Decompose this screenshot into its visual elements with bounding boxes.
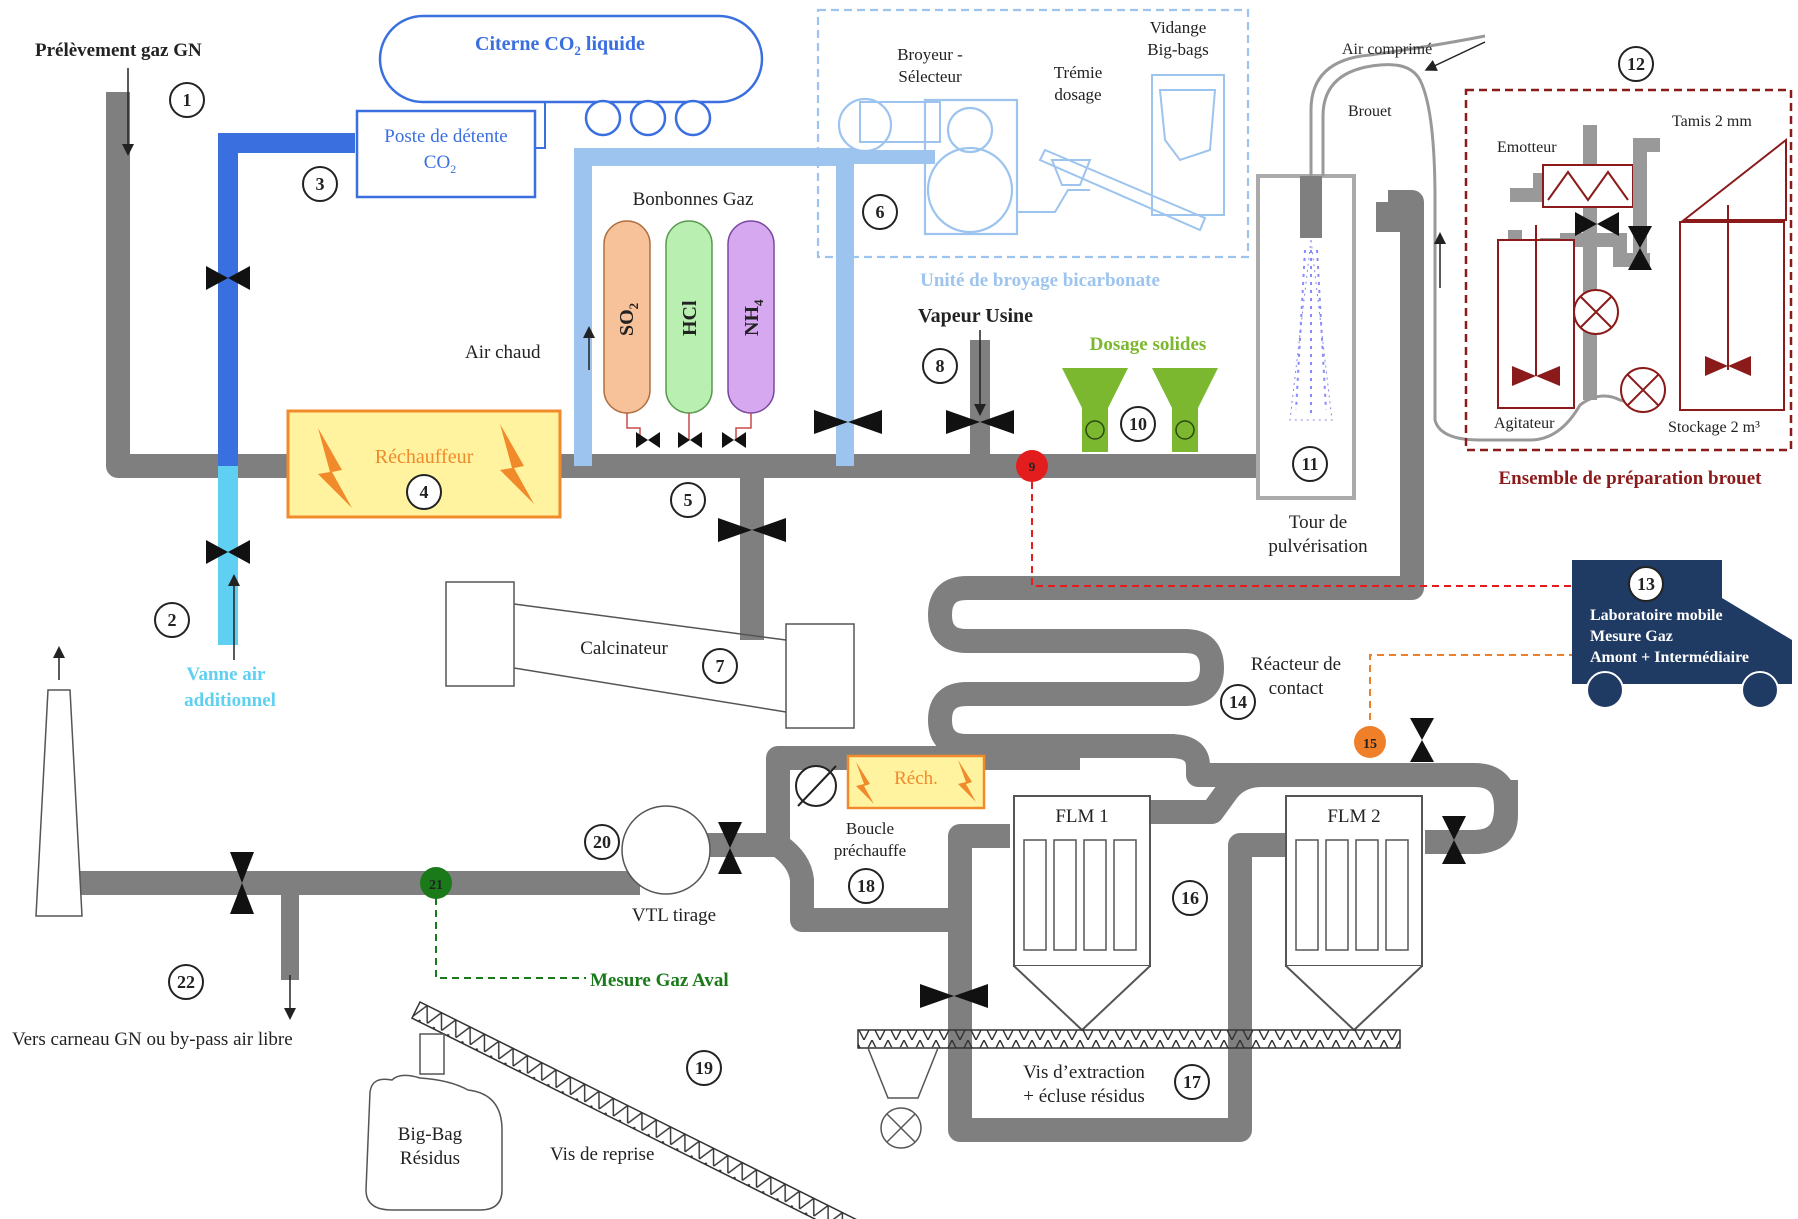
- tamis-label: Tamis 2 mm: [1672, 113, 1752, 130]
- calcinateur: Calcinateur: [445, 581, 855, 729]
- tour-pulverisation: Tour de pulvérisation: [1256, 174, 1368, 557]
- svg-text:CO2: CO2: [424, 152, 456, 176]
- dosage-label: Dosage solides: [1090, 334, 1207, 355]
- rechauffeur-label: Réchauffeur: [375, 446, 474, 468]
- point-mesure-15: 15: [1354, 726, 1386, 758]
- ensemble-preparation-brouet: Emotteur Tamis 2 mm Agitateur Stockage 2…: [1464, 88, 1793, 489]
- vis-label-2: + écluse résidus: [1023, 1086, 1145, 1107]
- broyeur-label-1: Broyeur -: [897, 45, 963, 64]
- co2-pipe: [218, 133, 355, 466]
- callout-17: 17: [1183, 1072, 1201, 1092]
- rech-label: Réch.: [894, 768, 938, 789]
- ensemble-label: Ensemble de préparation brouet: [1498, 468, 1762, 489]
- flm2-label: FLM 2: [1327, 806, 1380, 827]
- poste-detente: Poste de détente CO2: [355, 109, 537, 199]
- tremie-label-2: dosage: [1054, 85, 1101, 104]
- laboratoire-mobile: Laboratoire mobile Mesure Gaz Amont + In…: [1572, 560, 1792, 709]
- flm1-label: FLM 1: [1055, 806, 1108, 827]
- labo-label-1: Laboratoire mobile: [1590, 607, 1723, 624]
- mesure-aval-label: Mesure Gaz Aval: [590, 970, 729, 991]
- tour-label-2: pulvérisation: [1268, 536, 1368, 557]
- callout-14: 14: [1229, 692, 1247, 712]
- svg-text:15: 15: [1363, 737, 1377, 752]
- vis-reprise: Vis de reprise: [410, 1000, 887, 1219]
- vis-extraction: Vis d’extraction + écluse résidus: [857, 1029, 1401, 1149]
- big-bag-residus: Big-Bag Résidus: [365, 1033, 503, 1211]
- boucle-label-1: Boucle: [846, 819, 894, 838]
- citerne-co2: Citerne CO2 liquide: [378, 14, 764, 137]
- stockage-label: Stockage 2 m³: [1668, 419, 1760, 436]
- brouet-label: Brouet: [1348, 103, 1392, 120]
- vapeur-label: Vapeur Usine: [918, 305, 1033, 327]
- callout-16: 16: [1181, 888, 1199, 908]
- prelevement-label: Prélèvement gaz GN: [35, 40, 202, 61]
- reacteur-label-1: Réacteur de: [1251, 654, 1341, 675]
- unite-label: Unité de broyage bicarbonate: [920, 270, 1160, 291]
- callout-4: 4: [420, 482, 429, 502]
- vanne-label-2: additionnel: [184, 690, 276, 711]
- callout-8: 8: [936, 356, 945, 376]
- callout-13: 13: [1637, 574, 1655, 594]
- poste-label-1: Poste de détente: [384, 126, 507, 147]
- callouts: 1 2 3 4 5 6 7 8 10 11 12 13 14 16 17 18 …: [154, 46, 1664, 1100]
- vidange-label-2: Big-bags: [1147, 40, 1208, 59]
- citerne-label: Citerne CO: [475, 33, 574, 55]
- svg-text:Citerne CO2 liquide: Citerne CO2 liquide: [475, 33, 645, 58]
- point-mesure-21: 21: [420, 867, 452, 899]
- unite-broyage: Broyeur - Sélecteur Trémie dosage Vidang…: [816, 8, 1250, 291]
- tour-label-1: Tour de: [1289, 512, 1347, 533]
- callout-3: 3: [316, 174, 325, 194]
- flm-1: FLM 1: [1013, 795, 1151, 1032]
- bigbag-label-1: Big-Bag: [398, 1124, 463, 1145]
- nh4-label: NH4: [741, 299, 766, 336]
- agitateur-label: Agitateur: [1494, 415, 1555, 432]
- so2-label: SO2: [616, 303, 641, 336]
- vis-reprise-label: Vis de reprise: [550, 1144, 654, 1165]
- air-comprime-label: Air comprimé: [1342, 41, 1432, 58]
- callout-7: 7: [716, 656, 725, 676]
- callout-5: 5: [684, 490, 693, 510]
- broyeur-label-2: Sélecteur: [898, 67, 962, 86]
- vers-carneau-label: Vers carneau GN ou by-pass air libre: [12, 1029, 293, 1050]
- svg-text:21: 21: [429, 878, 443, 893]
- reacteur-label-2: contact: [1269, 678, 1325, 699]
- labo-label-3: Amont + Intermédiaire: [1590, 649, 1749, 666]
- vtl-tirage: VTL tirage: [621, 805, 716, 926]
- bigbag-label-2: Résidus: [400, 1148, 460, 1169]
- calcinateur-label: Calcinateur: [580, 638, 668, 659]
- callout-1: 1: [183, 90, 192, 110]
- callout-12: 12: [1627, 54, 1645, 74]
- callout-18: 18: [857, 876, 875, 896]
- svg-text:9: 9: [1029, 459, 1036, 474]
- vtl-label: VTL tirage: [632, 905, 716, 926]
- cheminee: [35, 646, 83, 917]
- point-mesure-9: 9: [1016, 450, 1048, 482]
- callout-22: 22: [177, 972, 195, 992]
- bicarbonate-pipe: [574, 148, 935, 466]
- brouet-lines: Air comprimé Brouet: [1309, 34, 1662, 442]
- air-chaud-label: Air chaud: [465, 342, 541, 363]
- callout-11: 11: [1301, 454, 1318, 474]
- emotteur-label: Emotteur: [1497, 139, 1557, 156]
- callout-10: 10: [1129, 414, 1147, 434]
- rech-boucle: Réch. Boucle préchauffe: [795, 754, 986, 860]
- labo-label-2: Mesure Gaz: [1590, 628, 1673, 645]
- callout-19: 19: [695, 1058, 713, 1078]
- flm-2: FLM 2: [1285, 795, 1423, 1032]
- dosage-solides: Dosage solides: [1062, 334, 1218, 452]
- tremie-label-1: Trémie: [1054, 63, 1103, 82]
- callout-6: 6: [876, 202, 885, 222]
- valves: [206, 266, 1466, 1008]
- bonbonnes-gaz: Bonbonnes Gaz SO2 HCl NH4: [603, 189, 775, 440]
- vidange-label-1: Vidange: [1150, 18, 1207, 37]
- hcl-label: HCl: [679, 300, 701, 336]
- vanne-label-1: Vanne air: [186, 664, 266, 685]
- callout-2: 2: [168, 610, 177, 630]
- vis-label-1: Vis d’extraction: [1023, 1062, 1145, 1083]
- boucle-label-2: préchauffe: [834, 841, 906, 860]
- callout-20: 20: [593, 832, 611, 852]
- bonbonnes-label: Bonbonnes Gaz: [633, 189, 754, 210]
